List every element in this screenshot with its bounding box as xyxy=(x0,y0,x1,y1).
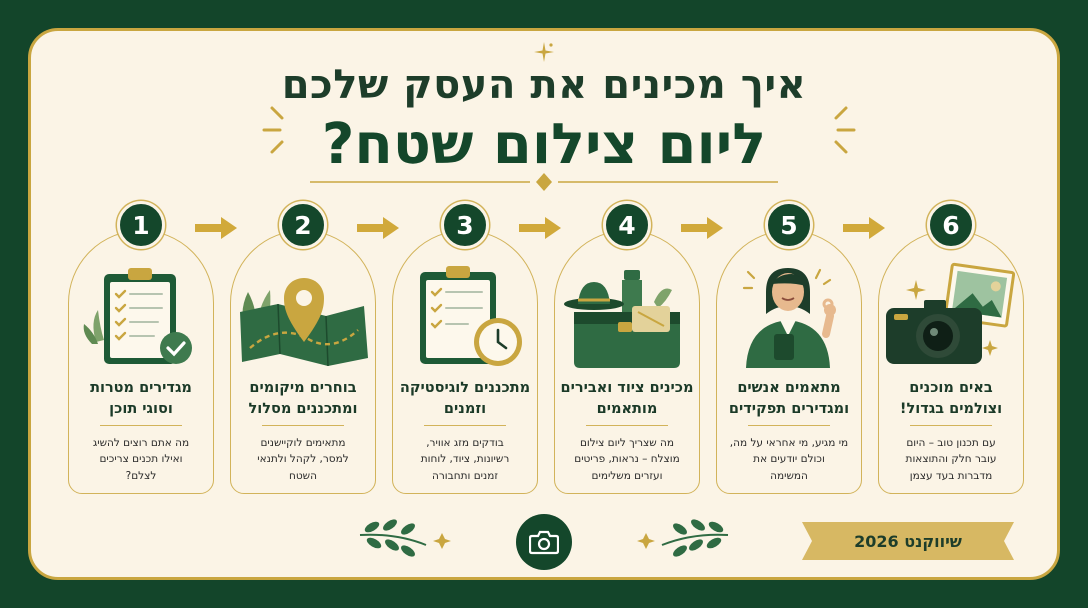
camera-photo-icon xyxy=(886,262,1016,364)
arrow-icon xyxy=(519,217,561,239)
footer-camera-badge xyxy=(516,514,572,570)
map-pin-icon xyxy=(240,278,368,367)
step-number-badge: 5 xyxy=(765,201,813,249)
checklist-clock-icon xyxy=(420,266,522,366)
laurel-branches-icon xyxy=(359,519,729,557)
person-ok-icon xyxy=(742,268,836,368)
step-divider xyxy=(910,425,992,426)
arrow-icon xyxy=(195,217,237,239)
step-number-badge: 1 xyxy=(117,201,165,249)
clipboard-check-icon xyxy=(83,268,192,364)
step-divider xyxy=(424,425,506,426)
gear-bag-icon xyxy=(564,270,680,368)
arrow-icon xyxy=(681,217,723,239)
step-divider xyxy=(586,425,668,426)
page-title-line2: ליום צילום שטח? xyxy=(321,112,767,177)
step-number-badge: 2 xyxy=(279,201,327,249)
camera-icon xyxy=(529,530,559,555)
arrow-icon xyxy=(843,217,885,239)
page-title-line1: איך מכינים את העסק שלכם xyxy=(281,62,807,108)
step-card-2 xyxy=(230,230,376,494)
step-number-badge: 6 xyxy=(927,201,975,249)
brand-ribbon-text: שיווקנט 2026 xyxy=(854,531,962,551)
rays-left-icon xyxy=(262,106,284,154)
step-divider xyxy=(748,425,830,426)
sparkle-icon xyxy=(534,42,554,62)
step-divider xyxy=(100,425,182,426)
step-number-badge: 4 xyxy=(603,201,651,249)
step-divider xyxy=(262,425,344,426)
step-number-badge: 3 xyxy=(441,201,489,249)
arrow-icon xyxy=(357,217,399,239)
title-divider xyxy=(310,173,778,191)
rays-right-icon xyxy=(834,106,856,154)
brand-ribbon xyxy=(802,522,1014,560)
